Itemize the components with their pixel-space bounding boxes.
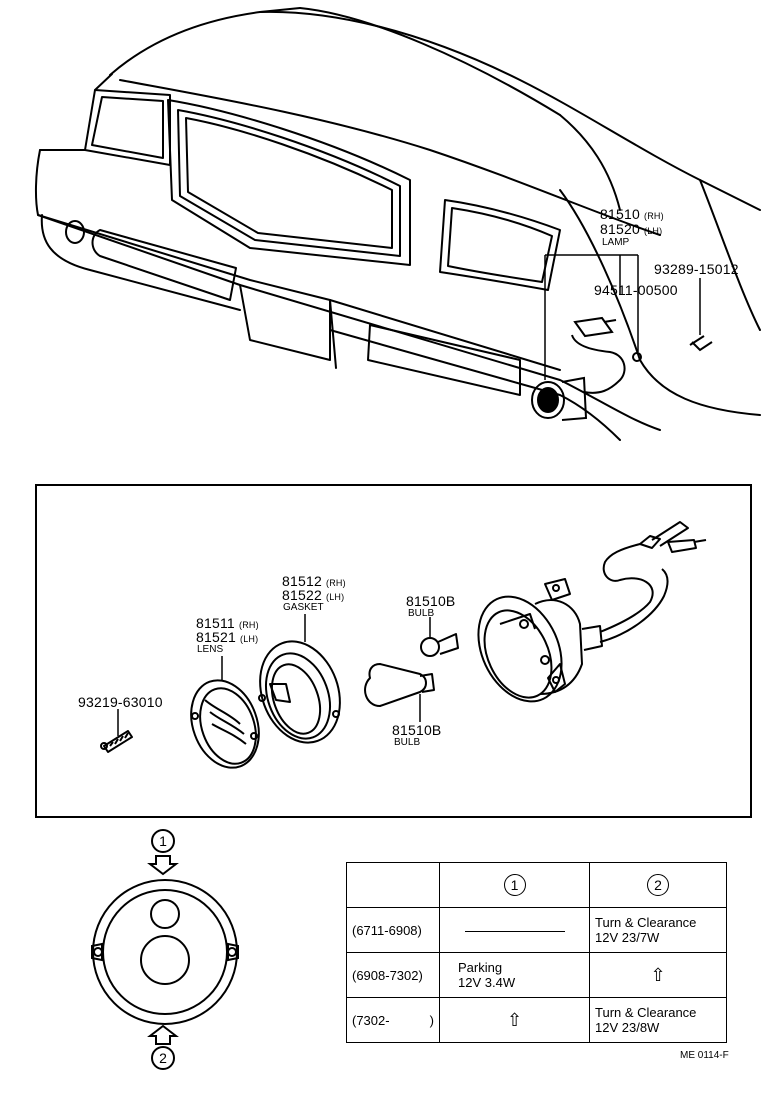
- gasket-rh-side: (RH): [326, 578, 346, 588]
- lamp-lh-part-number: 81520 (LH): [600, 221, 662, 237]
- table-header-col2: 2: [589, 862, 727, 908]
- row1-col1: [439, 907, 590, 953]
- bulb-bottom-name: BULB: [394, 737, 421, 748]
- wire-harness-icon: [599, 521, 707, 643]
- gasket-lh-number: 81522: [282, 587, 322, 603]
- lamp-rh-side: (RH): [644, 211, 664, 221]
- small-bulb-icon: [420, 633, 459, 657]
- header-col2-number: 2: [647, 874, 669, 896]
- lamp-lh-number: 81520: [600, 221, 640, 237]
- lamp-housing-icon: [477, 578, 603, 703]
- diagram-code: ME 0114-F: [680, 1050, 729, 1061]
- gasket-lh-part-number: 81522 (LH): [282, 587, 344, 603]
- row2-code: (6908-7302): [346, 952, 440, 998]
- car-front-illustration: [34, 7, 761, 441]
- lens-name: LENS: [197, 644, 224, 655]
- bulb-top-name: BULB: [408, 608, 435, 619]
- gasket-icon: [258, 640, 341, 744]
- screw-part-number: 93289-15012: [654, 261, 739, 277]
- row1-col2-line1: Turn & Clearance: [595, 915, 697, 930]
- bulb-top-part-number: 81510B: [406, 593, 456, 609]
- screw-exploded-part-number: 93219-63010: [78, 694, 163, 710]
- exploded-view-frame: [35, 484, 752, 818]
- lens-rh-number: 81511: [196, 615, 235, 631]
- row3-col2-line2: 12V 23/8W: [595, 1020, 660, 1035]
- lens-lh-number: 81521: [196, 629, 236, 645]
- table-header-row: 1 2: [346, 862, 727, 908]
- table-header-col1: 1: [439, 862, 590, 908]
- row2-col1-line1: Parking: [458, 960, 503, 975]
- row3-code-end: ): [429, 1012, 434, 1028]
- lens-rh-part-number: 81511 (RH): [196, 615, 259, 631]
- lens-icon: [190, 679, 260, 769]
- marker-top-icon: [147, 829, 179, 876]
- gasket-lh-side: (LH): [326, 592, 345, 602]
- gasket-name: GASKET: [283, 602, 324, 613]
- row1-col2-line2: 12V 23/7W: [595, 930, 660, 945]
- row3-code-start: (7302-: [352, 1012, 390, 1028]
- marker-bottom-number: 2: [159, 1050, 167, 1066]
- table-header-blank: [346, 862, 440, 908]
- same-as-above-icon: ⇧: [506, 1009, 523, 1030]
- gasket-rh-number: 81512: [282, 573, 322, 589]
- row2-col1-line2: 12V 3.4W: [458, 975, 516, 990]
- lamp-rh-number: 81510: [600, 206, 640, 222]
- bulb-bottom-part-number: 81510B: [392, 722, 442, 738]
- lens-lh-side: (LH): [240, 634, 259, 644]
- nut-part-number: 94511-00500: [594, 282, 678, 298]
- lens-rh-side: (RH): [239, 620, 259, 630]
- marker-bottom-icon: [147, 1024, 179, 1070]
- row3-col2-line1: Turn & Clearance: [595, 1005, 697, 1020]
- screw-icon: [100, 730, 133, 753]
- gasket-rh-part-number: 81512 (RH): [282, 573, 346, 589]
- row3-col1: ⇧: [439, 997, 590, 1043]
- header-col1-number: 1: [503, 874, 526, 896]
- lamp-lh-side: (LH): [644, 226, 663, 236]
- exploded-view-illustration: [100, 521, 707, 769]
- row2-col2: ⇧: [589, 952, 727, 998]
- row3-code: (7302-): [346, 997, 440, 1043]
- lens-front-view: 1 2: [91, 829, 239, 1070]
- row1-code: (6711-6908): [346, 907, 440, 953]
- lens-lh-part-number: 81521 (LH): [196, 629, 258, 645]
- lamp-rh-part-number: 81510 (RH): [600, 206, 664, 222]
- marker-top-number: 1: [159, 833, 167, 849]
- large-bulb-icon: [364, 663, 435, 707]
- lamp-name: LAMP: [602, 237, 630, 248]
- same-as-above-icon: ⇧: [650, 964, 666, 985]
- not-applicable-dash: [464, 930, 565, 932]
